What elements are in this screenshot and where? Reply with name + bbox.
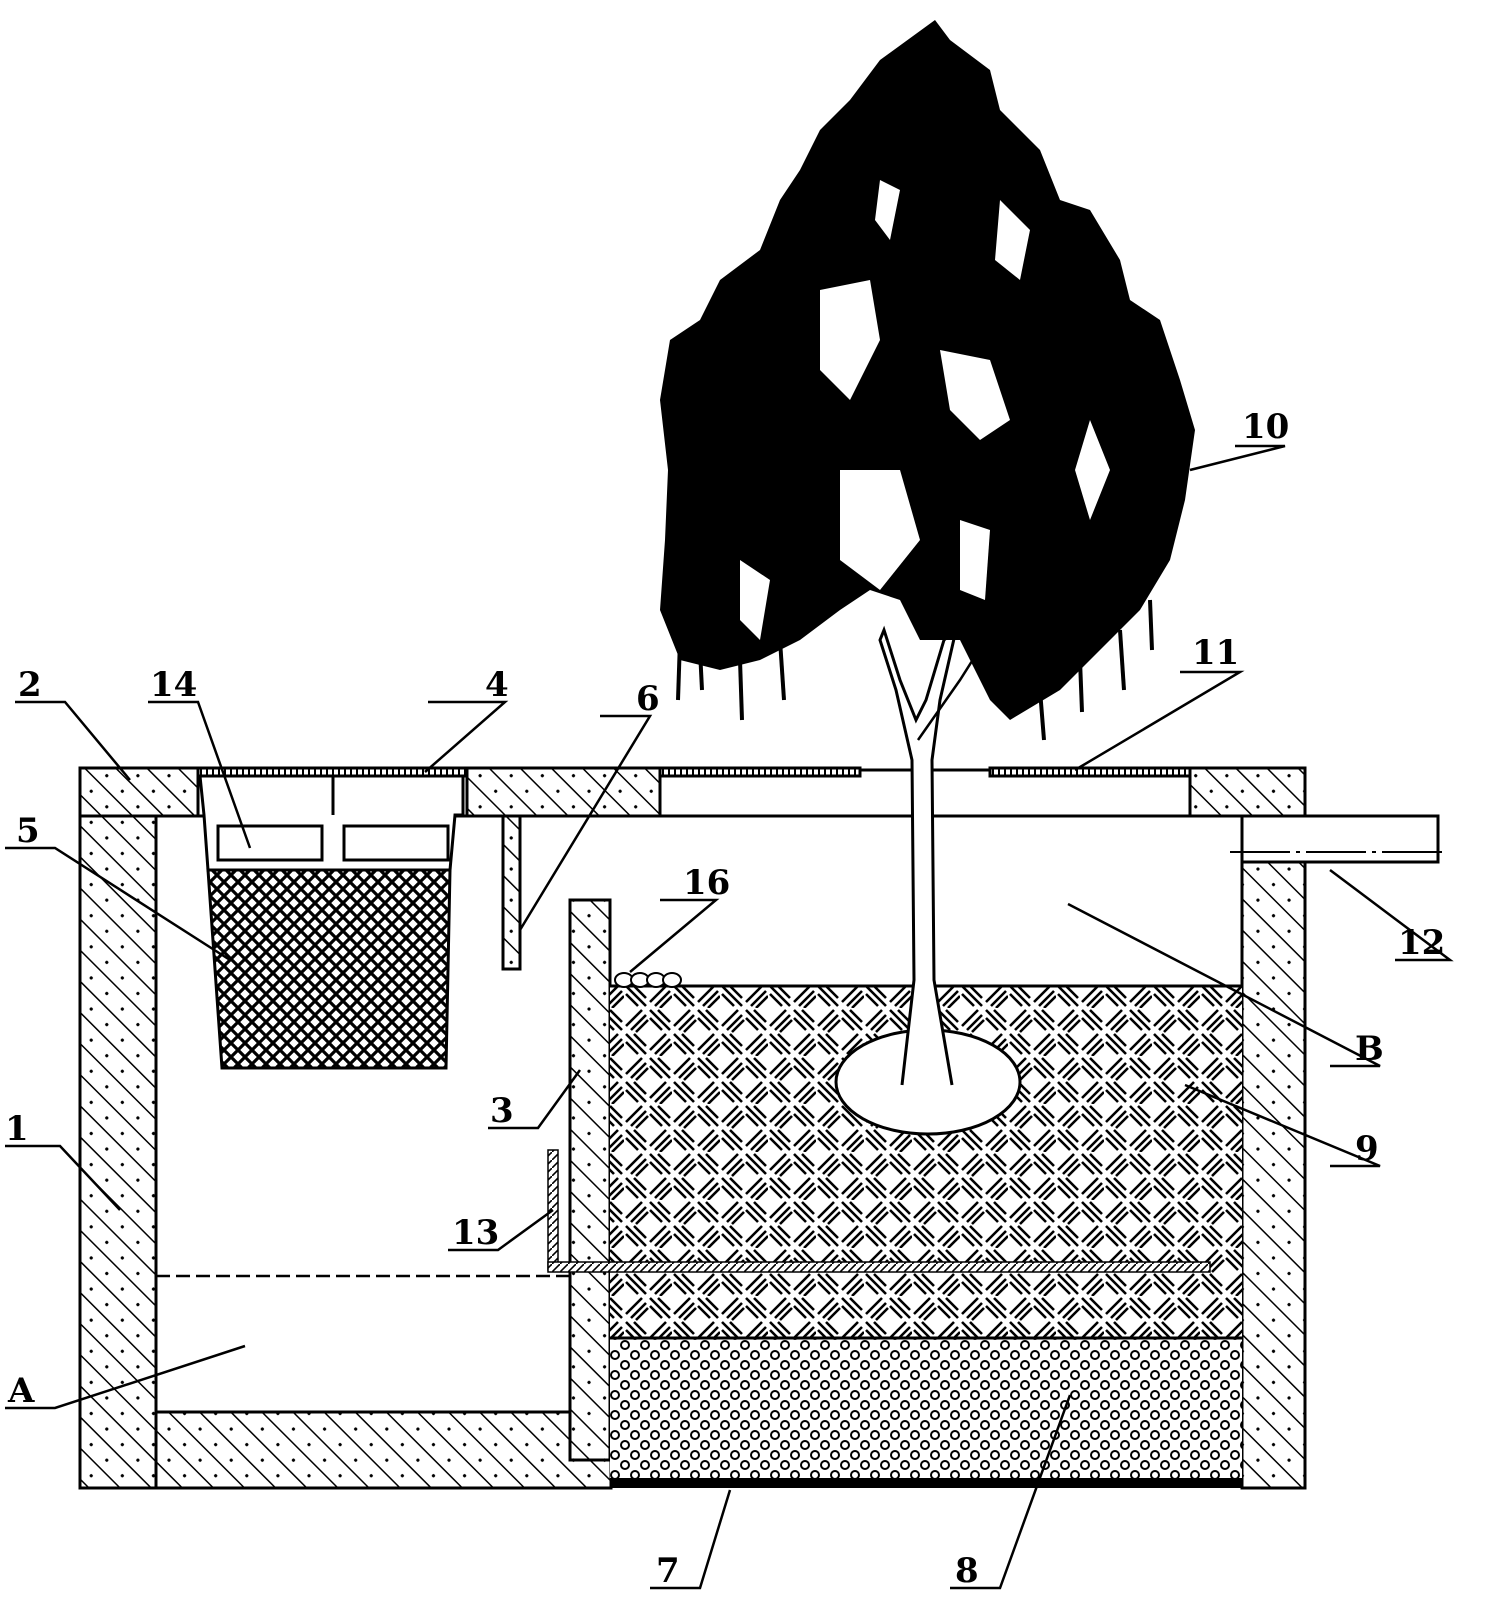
label-13: 13 — [452, 1213, 499, 1253]
label-B: B — [1355, 1029, 1384, 1069]
label-1: 1 — [5, 1109, 29, 1149]
screen-box-right — [342, 824, 450, 862]
label-10: 10 — [1242, 407, 1289, 447]
screen-box-left — [216, 824, 324, 862]
leader-lines — [5, 444, 1454, 1590]
label-7: 7 — [656, 1551, 680, 1591]
label-14: 14 — [150, 665, 197, 705]
label-2: 2 — [18, 665, 42, 705]
tree — [660, 20, 1195, 1136]
label-3: 3 — [490, 1091, 514, 1131]
label-A: A — [7, 1371, 35, 1411]
bottom-liner — [610, 1478, 1242, 1488]
tree-grate-right — [988, 766, 1192, 778]
cobble-stones — [614, 972, 682, 988]
label-8: 8 — [955, 1551, 979, 1591]
label-6: 6 — [636, 679, 660, 719]
label-16: 16 — [683, 863, 730, 903]
label-12: 12 — [1398, 923, 1445, 963]
label-11: 11 — [1192, 633, 1239, 673]
tree-grate-left — [658, 766, 862, 778]
label-9: 9 — [1355, 1129, 1379, 1169]
label-4: 4 — [485, 665, 509, 705]
baffle-plate — [501, 814, 522, 971]
overflow-pipe — [1230, 814, 1448, 864]
partition-wall — [568, 898, 612, 1462]
label-5: 5 — [16, 811, 40, 851]
callout-labels: 1 2 14 4 5 6 16 3 13 A 7 8 9 B 10 11 12 — [5, 407, 1445, 1591]
concrete-shell — [78, 766, 1307, 1490]
gravel-layer — [610, 1338, 1242, 1478]
filter-basket — [198, 774, 465, 1070]
